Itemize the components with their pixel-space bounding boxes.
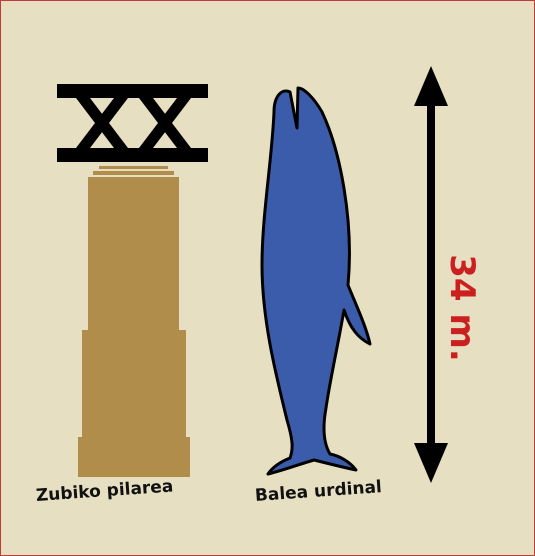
double-arrow-icon	[414, 66, 448, 483]
blue-whale	[260, 86, 372, 476]
bridge-pillar	[78, 166, 190, 477]
bridge-truss-icon	[57, 84, 208, 162]
measurement-label: 34 m.	[442, 254, 482, 362]
